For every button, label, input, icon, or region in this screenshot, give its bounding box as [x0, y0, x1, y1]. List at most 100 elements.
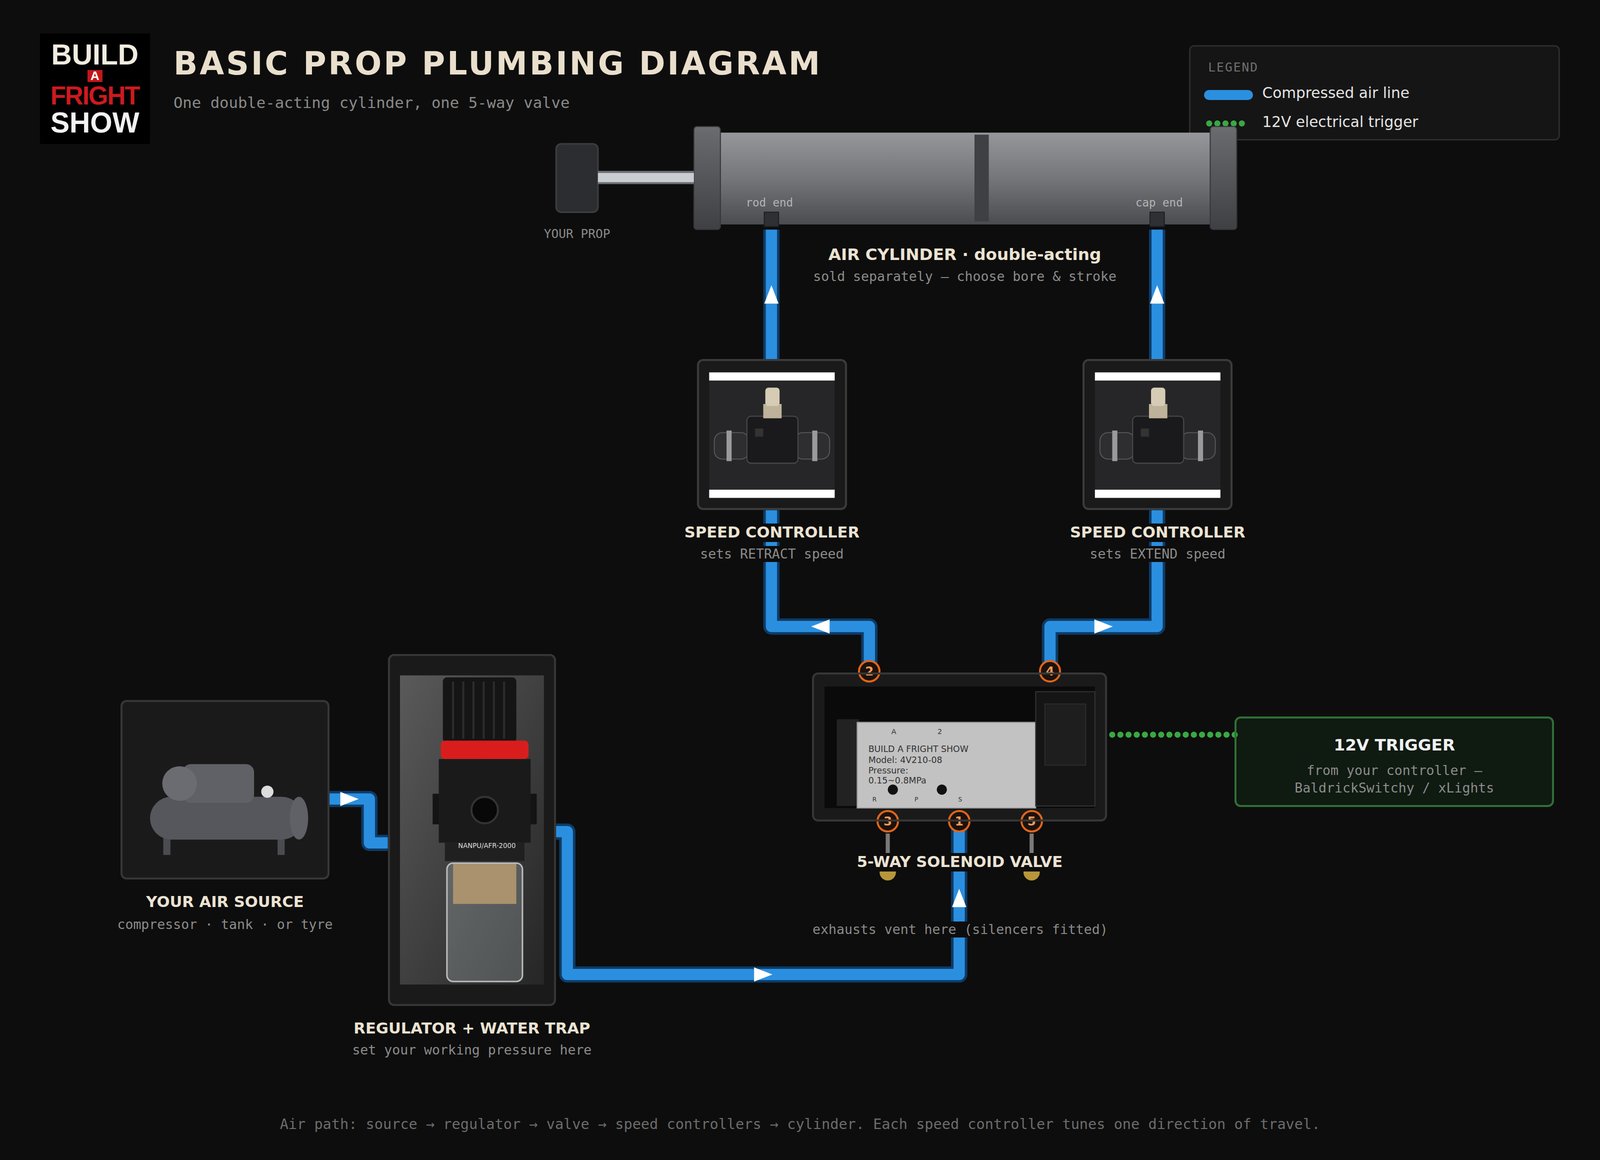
- callout-number: 5: [1020, 810, 1043, 833]
- regulator-photo-part: [452, 681, 454, 739]
- legend-panel-part: [1206, 120, 1212, 127]
- wire-dots: [1107, 731, 1235, 738]
- prop-block: YOUR PROP: [556, 144, 598, 213]
- callout-number: 1: [948, 810, 971, 833]
- prop-block-part: [556, 144, 598, 213]
- note-text: One double-acting cylinder, one 5-way va…: [173, 94, 570, 113]
- note-text: exhausts vent here (silencers fitted): [808, 921, 1112, 938]
- regulator-photo-part: [441, 740, 529, 759]
- diagram-caption: Air path: source → regulator → valve → s…: [280, 1115, 1321, 1133]
- regulator-photo-part: [388, 654, 557, 1006]
- air-cylinder: AIR CYLINDER · double-actingsold separat…: [694, 126, 1236, 230]
- speed-controller-photo-part: [1095, 489, 1221, 498]
- speed-controller-photo: [1082, 359, 1233, 510]
- air-source: YOUR AIR SOURCEcompressor · tank · or ty…: [120, 700, 330, 880]
- compressor-icon-part: [261, 785, 273, 798]
- flow-arrowhead: [952, 889, 967, 908]
- speed-controller-photo-part: [726, 430, 732, 461]
- plate-marking: Model: 4V210-08: [868, 755, 943, 766]
- flow-arrowhead: [811, 619, 830, 634]
- plate-marking: NANPU/AFR-2000: [458, 842, 516, 850]
- node-heading: BUILD: [51, 40, 139, 69]
- legend-panel: [1190, 46, 1560, 140]
- legend-panel-part: [1239, 120, 1245, 127]
- speed-controller-photo-part: [1151, 387, 1166, 406]
- node-heading: YOUR PROP: [540, 226, 615, 241]
- speed-controller-photo-part: [1198, 430, 1203, 461]
- air-cylinder-part: [694, 126, 721, 230]
- air-cylinder-part: [719, 132, 1211, 225]
- speed-controller-photo-part: [714, 432, 749, 459]
- node-heading: REGULATOR + WATER TRAP: [349, 1019, 594, 1038]
- node-subtext: sold separately — choose bore & stroke: [809, 268, 1121, 285]
- flow-arrowhead: [340, 792, 359, 807]
- solenoid-valve-photo-part: [836, 719, 859, 806]
- air-line-edge: [1149, 229, 1166, 359]
- regulator: REGULATOR + WATER TRAPset your working p…: [388, 654, 557, 1006]
- speed-controller: SPEED CONTROLLERsets RETRACT speed: [697, 359, 847, 510]
- speed-controller-photo-part: [1095, 372, 1221, 381]
- node-subtext: SHOW: [50, 108, 140, 137]
- plate-marking: R: [872, 796, 877, 804]
- note-text: LEGEND: [1208, 60, 1259, 75]
- speed-controller-photo-part: [812, 430, 817, 461]
- regulator-photo-part: [462, 681, 464, 739]
- air-line: [329, 792, 388, 843]
- plate-marking: Pressure:: [868, 765, 909, 776]
- plate-marking: A: [891, 727, 897, 736]
- compressor-icon-part: [120, 700, 330, 880]
- regulator-photo-part: [471, 797, 498, 824]
- speed-controller-photo-part: [1149, 404, 1168, 419]
- air-line: [764, 229, 779, 359]
- solenoid-valve-photo-part: [824, 686, 1095, 808]
- air-cylinder-part: [1150, 212, 1165, 227]
- node-heading: 12V TRIGGER: [1333, 735, 1455, 755]
- node-heading: AIR CYLINDER · double-acting: [824, 245, 1106, 265]
- air-line-edge: [763, 229, 780, 359]
- trigger-panel-part: [1234, 716, 1554, 807]
- solenoid-valve-photo-part: [936, 784, 947, 795]
- flow-arrowhead: [754, 967, 773, 982]
- port-name: cap end: [1135, 196, 1183, 210]
- speed-controller-photo-part: [747, 416, 798, 464]
- speed-controller-photo-part: [1132, 416, 1184, 464]
- trigger-panel: [1234, 716, 1554, 807]
- flow-arrowhead: [1150, 285, 1165, 304]
- air-cylinder-part: [764, 212, 779, 227]
- regulator-photo: [388, 654, 557, 1006]
- solenoid-valve-photo-part: [1035, 691, 1095, 806]
- speed-controller-photo-part: [709, 372, 835, 498]
- compressor-icon-part: [162, 766, 197, 801]
- flow-arrowhead: [1094, 619, 1113, 634]
- legend-panel-part: [1190, 46, 1560, 140]
- speed-controller-photo-part: [1082, 359, 1233, 510]
- logo-badge: BUILDAFRIGHTSHOW: [40, 33, 150, 144]
- speed-controller-photo-part: [765, 387, 780, 406]
- plate-marking: S: [958, 796, 963, 804]
- air-line: [1150, 229, 1165, 359]
- speed-controller-photo-part: [709, 489, 835, 498]
- speed-controller-photo-part: [763, 404, 782, 419]
- air-line-core: [556, 821, 959, 975]
- air-line: [556, 821, 966, 982]
- node-subtext: compressor · tank · or tyre: [113, 916, 337, 933]
- air-line-edge: [329, 799, 388, 843]
- callout-number: 3: [876, 810, 899, 833]
- speed-controller: SPEED CONTROLLERsets EXTEND speed: [1082, 359, 1233, 510]
- legend-panel-part: [1222, 120, 1229, 127]
- regulator-photo-part: [447, 863, 523, 982]
- node-subtext: FRIGHT: [50, 83, 140, 109]
- regulator-photo-part: [439, 759, 531, 843]
- legend-swatch: [1204, 90, 1253, 100]
- diagram-title: BASIC PROP PLUMBING DIAGRAM: [173, 45, 822, 83]
- node-heading: SPEED CONTROLLER: [680, 523, 864, 542]
- speed-controller-photo-part: [1095, 372, 1221, 498]
- regulator-photo-part: [503, 681, 505, 739]
- piston-rod: [598, 177, 694, 178]
- air-cylinder-part: [1210, 126, 1237, 230]
- trigger-wire: [1107, 734, 1235, 735]
